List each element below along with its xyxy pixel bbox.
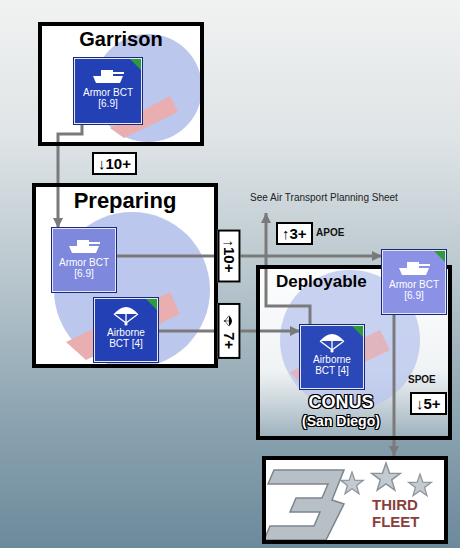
parachute-load bbox=[124, 322, 127, 325]
flow-arrow bbox=[393, 314, 396, 456]
unit-counter: Airborne BCT [4] bbox=[94, 298, 158, 362]
box-fill bbox=[256, 265, 452, 440]
tank-barrel bbox=[418, 264, 430, 266]
edge-label: ↓10+ bbox=[98, 154, 131, 173]
parachute-icon bbox=[108, 304, 144, 326]
edge-label-badge: 7+ bbox=[218, 303, 241, 359]
edge-label: ↓5+ bbox=[416, 394, 441, 413]
location-name: CONUS (San Diego) bbox=[300, 393, 382, 431]
tank-barrel bbox=[88, 242, 100, 244]
edge-label-badge: ↓10+ bbox=[92, 152, 137, 175]
parachute-load bbox=[224, 320, 225, 321]
box-fill bbox=[32, 183, 218, 368]
port-name: SPOE bbox=[408, 374, 436, 386]
fleet-name: THIRD FLEET bbox=[372, 496, 436, 530]
tank-hull bbox=[69, 246, 99, 253]
tank-icon bbox=[90, 64, 126, 86]
unit-counter: Armor BCT [6.9] bbox=[74, 58, 142, 124]
port-name: APOE bbox=[316, 227, 344, 239]
corner-flag bbox=[146, 299, 157, 310]
staging-box: GarrisonArmor BCT [6.9] bbox=[38, 22, 204, 146]
unit-counter: Armor BCT [6.9] bbox=[382, 250, 446, 314]
corner-flag bbox=[352, 326, 363, 337]
parachute-lines bbox=[114, 314, 138, 323]
parachute-canopy bbox=[229, 316, 232, 327]
unit-name: Airborne BCT [4] bbox=[304, 354, 360, 376]
unit-name: Armor BCT [6.9] bbox=[386, 279, 442, 301]
parachute-lines bbox=[320, 341, 344, 350]
box-title: Preparing bbox=[36, 188, 214, 214]
flow-arrow bbox=[116, 255, 382, 258]
fleet-logo-star bbox=[372, 463, 401, 490]
edge-label-badge: ↓5+ bbox=[410, 392, 447, 415]
fleet-logo-three bbox=[264, 470, 344, 540]
edge-label-badge: ↑10+ bbox=[218, 230, 241, 283]
tank-hull bbox=[399, 268, 429, 275]
tank-icon bbox=[396, 256, 432, 278]
tank-barrel bbox=[112, 72, 124, 74]
reference-note: See Air Transport Planning Sheet bbox=[250, 192, 398, 204]
unit-name: Armor BCT [6.9] bbox=[78, 87, 138, 109]
tank-icon bbox=[66, 234, 102, 256]
fleet-logo-star bbox=[341, 472, 364, 494]
parachute-icon bbox=[314, 331, 350, 353]
badge-text: ↑3+ bbox=[282, 224, 307, 243]
parachute-canopy bbox=[320, 334, 344, 341]
fleet-box: THIRD FLEET bbox=[262, 456, 448, 544]
box-fill bbox=[38, 22, 204, 146]
parachute-load bbox=[330, 349, 333, 352]
edge-label: ↑10+ bbox=[220, 240, 239, 273]
tank-turret bbox=[407, 262, 419, 268]
parachute-lines bbox=[225, 316, 229, 327]
parachute-icon bbox=[223, 313, 235, 329]
fleet-logo-star bbox=[409, 474, 432, 496]
tank-turret bbox=[77, 240, 89, 246]
time-badge: ↑3+ bbox=[276, 222, 313, 245]
unit-name: Armor BCT [6.9] bbox=[56, 257, 112, 279]
edge-label: 7+ bbox=[220, 332, 239, 349]
corner-flag bbox=[434, 251, 445, 262]
tank-hull bbox=[93, 76, 123, 83]
unit-counter: Airborne BCT [4] bbox=[300, 325, 364, 389]
tank-turret bbox=[101, 70, 113, 76]
box-fill bbox=[262, 456, 448, 544]
corner-flag bbox=[130, 59, 141, 70]
unit-counter: Armor BCT [6.9] bbox=[52, 228, 116, 292]
unit-name: Airborne BCT [4] bbox=[98, 327, 154, 349]
box-title: Garrison bbox=[42, 27, 200, 51]
parachute-canopy bbox=[114, 307, 138, 314]
air-transport-arrow bbox=[266, 213, 310, 325]
staging-box: PreparingArmor BCT [6.9] Airborne BCT [4] bbox=[32, 183, 218, 368]
